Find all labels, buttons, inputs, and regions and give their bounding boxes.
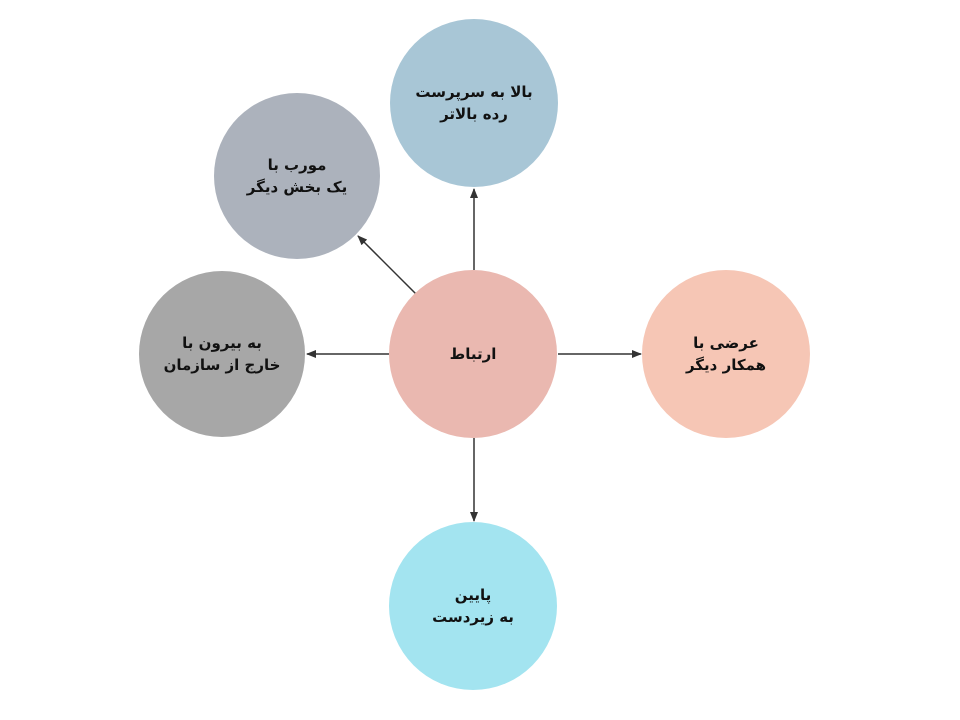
arrow-to-diagonal (357, 235, 417, 295)
node-horizontal-line-1: عرضی با (693, 334, 759, 352)
node-up: بالا به سرپرست رده بالاتر (390, 19, 558, 187)
node-diagonal: مورب با یک بخش دیگر (214, 93, 380, 259)
node-diagonal-line-2: یک بخش دیگر (246, 178, 348, 196)
node-down: پایین به زیردست (389, 522, 557, 690)
node-up-line-1: بالا به سرپرست (415, 83, 533, 101)
node-center-label: ارتباط (449, 345, 497, 363)
node-outside-line-1: به بیرون با (182, 334, 262, 352)
node-outside: به بیرون با خارج از سازمان (139, 271, 305, 437)
node-up-line-2: رده بالاتر (440, 105, 508, 123)
node-diagonal-line-1: مورب با (267, 156, 327, 174)
node-outside-line-2: خارج از سازمان (163, 356, 281, 374)
node-center: ارتباط (389, 270, 557, 438)
node-down-line-2: به زیردست (432, 608, 514, 626)
node-horizontal: عرضی با همکار دیگر (642, 270, 810, 438)
node-horizontal-line-2: همکار دیگر (685, 356, 767, 374)
node-down-line-1: پایین (454, 586, 492, 604)
